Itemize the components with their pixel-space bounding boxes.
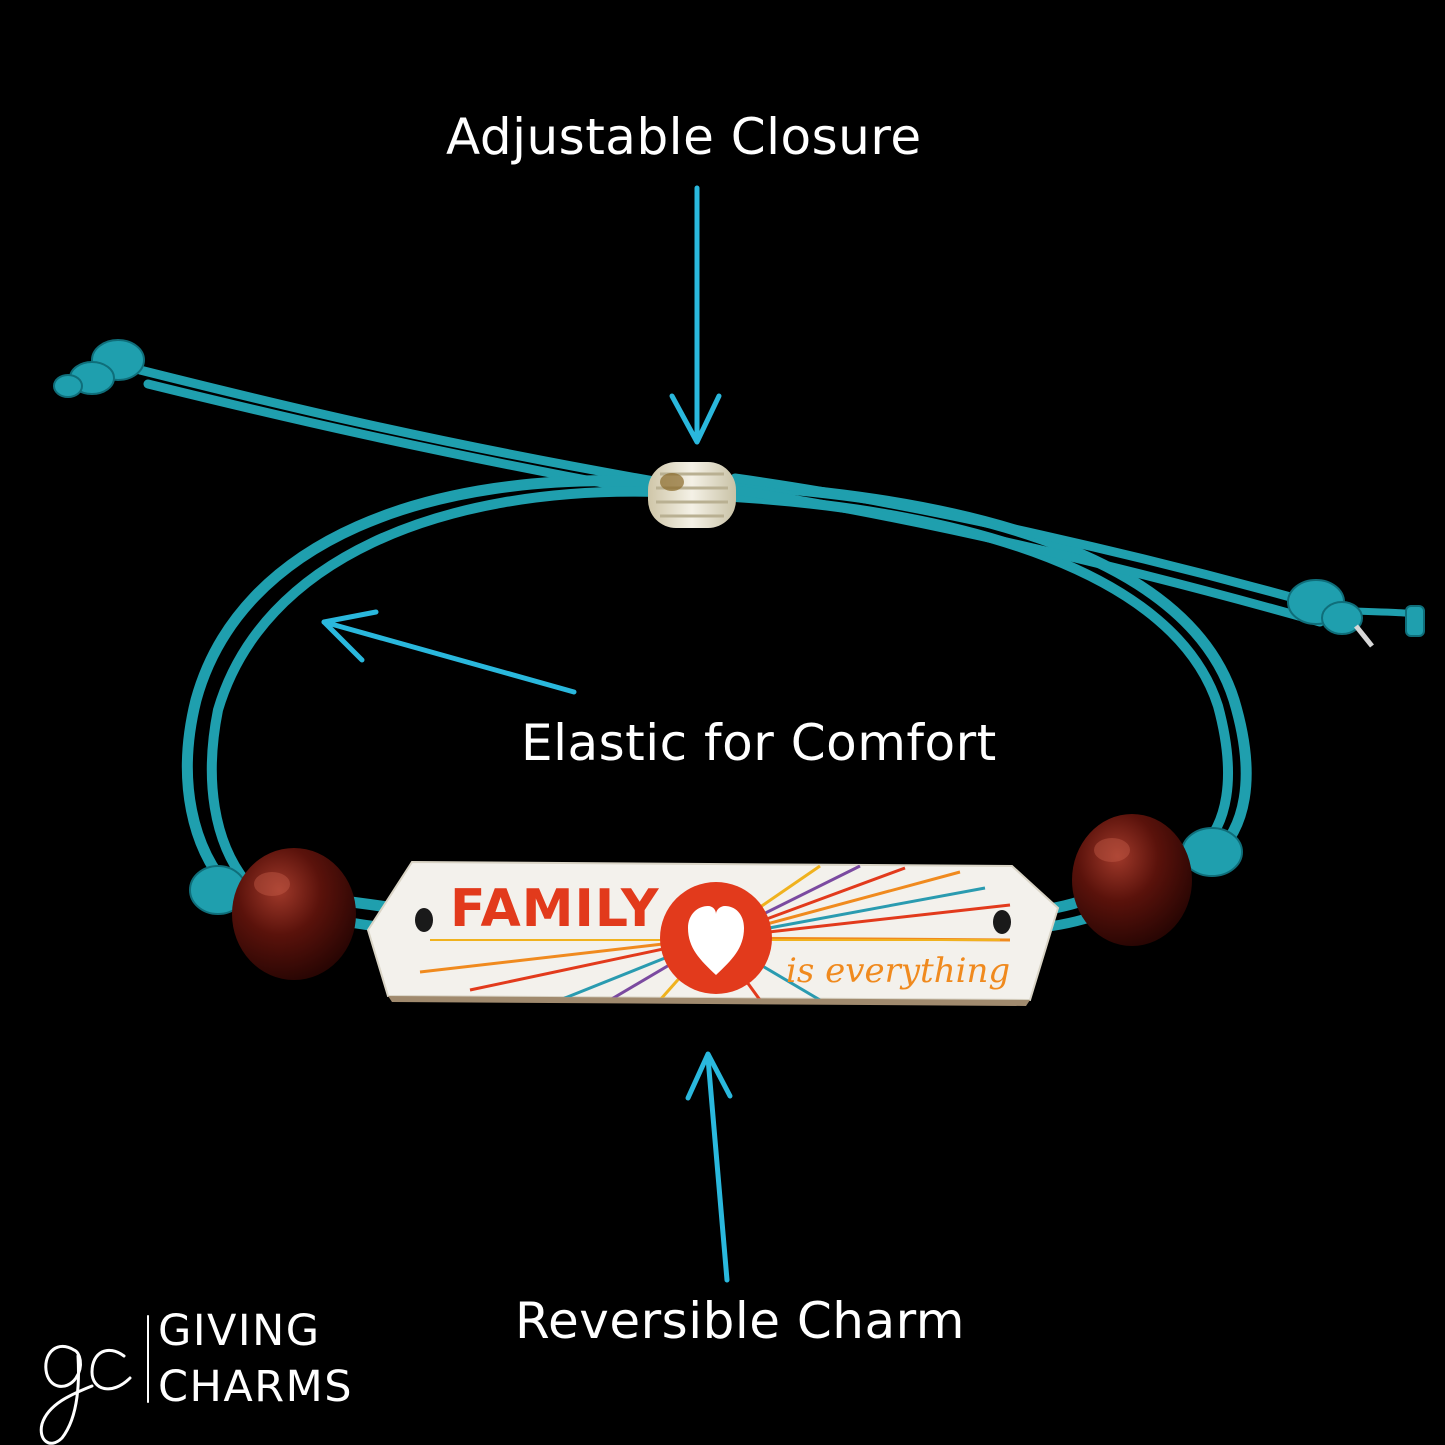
brand-name-line2: CHARMS [158,1362,354,1412]
charm-word: FAMILY [450,879,660,939]
brand-name-line1: GIVING [158,1306,321,1356]
callout-adjustable-closure: Adjustable Closure [446,108,922,166]
charm-tagline: is everything [786,951,1010,991]
bead-knots [189,827,1243,915]
left-knot [53,339,145,398]
brand-monogram-icon [39,1315,149,1445]
right-knot [1287,579,1425,648]
arrow-elastic [321,609,577,695]
arrow-charm [685,1051,733,1283]
heart-icon [688,906,744,975]
charm-bar: FAMILY is everything [366,860,1060,1006]
sliding-closure [648,462,736,528]
right-bead [1072,814,1192,946]
callout-reversible-charm: Reversible Charm [515,1292,966,1350]
arrow-closure [669,185,722,445]
callout-elastic-comfort: Elastic for Comfort [521,714,997,772]
left-bead [232,848,356,980]
